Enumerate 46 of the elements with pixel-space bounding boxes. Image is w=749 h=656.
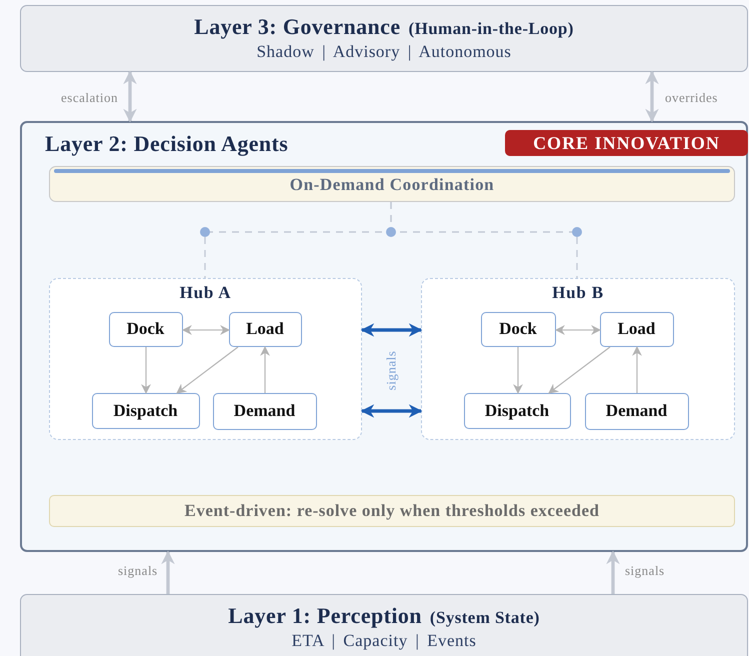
arrow (555, 325, 601, 335)
layer-title: Layer 3: Governance (194, 14, 401, 40)
dashed-connector (390, 202, 578, 278)
agent-box: Demand (584, 392, 688, 430)
layer-panel (20, 594, 748, 656)
agent-box: Dock (480, 312, 556, 346)
arrow (632, 346, 642, 393)
arrow (123, 70, 137, 122)
layer-subtitle: (System State) (430, 608, 540, 628)
hub-panel (421, 278, 735, 440)
arrow (141, 347, 151, 394)
arrow (548, 346, 610, 394)
agent-box: Dispatch (92, 392, 200, 428)
arrow (260, 346, 270, 393)
agent-box: Load (228, 312, 302, 346)
arrow (513, 347, 523, 394)
edge-label: signals (384, 350, 398, 390)
arrow (161, 550, 175, 594)
hub-title: Hub B (551, 283, 605, 303)
arrow (360, 404, 422, 418)
event-banner: Event-driven: re-solve only when thresholds exceeded (49, 495, 735, 527)
agent-box: Dock (108, 312, 182, 346)
arrow (182, 325, 230, 335)
arrow (606, 550, 620, 594)
arrow (176, 346, 238, 394)
layer-panel (20, 5, 748, 72)
panel-title: Layer 2: Decision Agents (45, 131, 288, 156)
agent-box: Load (600, 312, 674, 346)
innovation-badge: CORE INNOVATION (505, 130, 748, 156)
edge-label: overrides (665, 90, 718, 104)
banner-title: On-Demand Coordination (288, 175, 496, 195)
edge-label: escalation (61, 90, 118, 104)
hub-title: Hub A (178, 283, 232, 303)
coordination-banner (49, 166, 735, 202)
arrow (360, 323, 422, 337)
layer-items: Shadow | Advisory | Autonomous (256, 42, 512, 62)
arrow (645, 70, 659, 122)
agent-box: Demand (212, 392, 316, 430)
layer-subtitle: (Human-in-the-Loop) (408, 19, 574, 39)
layer-items: ETA | Capacity | Events (290, 631, 478, 651)
agent-box: Dispatch (464, 392, 570, 428)
edge-label: signals (625, 564, 665, 576)
edge-label: signals (118, 564, 158, 576)
hub-panel (49, 278, 362, 440)
layer-title: Layer 1: Perception (228, 603, 422, 629)
decision-panel (20, 121, 748, 552)
